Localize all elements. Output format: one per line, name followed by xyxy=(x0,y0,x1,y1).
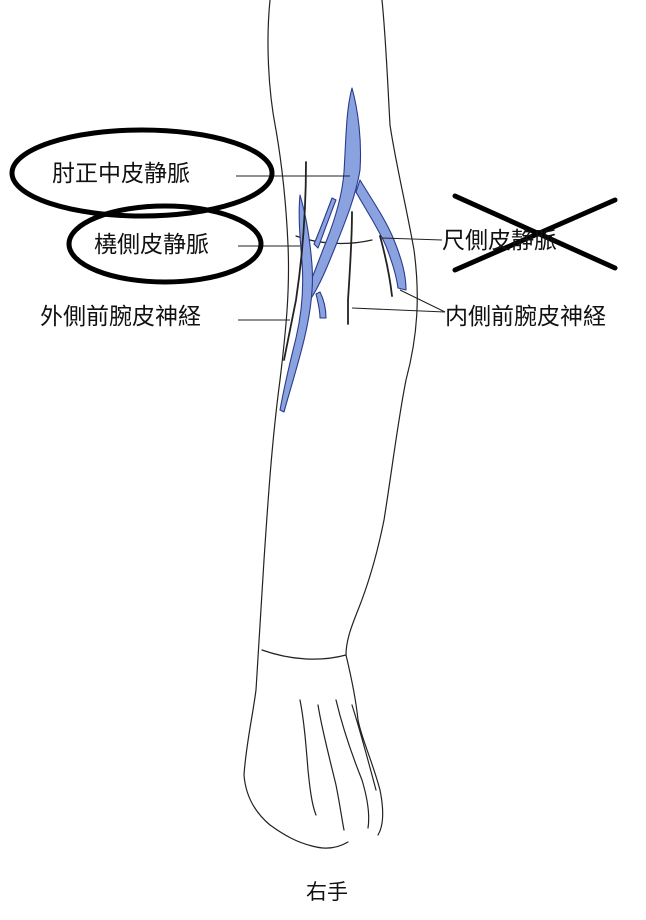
label-basilic-vein: 尺側皮静脈 xyxy=(442,230,557,253)
basilic-vein xyxy=(356,180,406,290)
cephalic-vein xyxy=(280,195,313,412)
arm-outline-right xyxy=(346,0,417,655)
leader-medial-nerve-b xyxy=(400,290,445,312)
label-lateral-antebrachial-cutaneous-nerve: 外側前腕皮神経 xyxy=(40,306,201,329)
vein-branch-lower xyxy=(316,292,326,318)
hand-outline xyxy=(270,655,383,848)
arm-outline-left xyxy=(244,0,289,825)
label-median-cubital-vein: 肘正中皮静脈 xyxy=(52,163,190,186)
wrist-crease xyxy=(262,650,346,659)
leader-medial-nerve-a xyxy=(352,308,445,312)
label-cephalic-vein: 橈側皮静脈 xyxy=(94,234,209,257)
medial-antebrachial-cutaneous-nerve xyxy=(348,212,352,324)
label-right-hand: 右手 xyxy=(306,882,348,903)
label-medial-antebrachial-cutaneous-nerve: 内側前腕皮神経 xyxy=(445,306,606,329)
